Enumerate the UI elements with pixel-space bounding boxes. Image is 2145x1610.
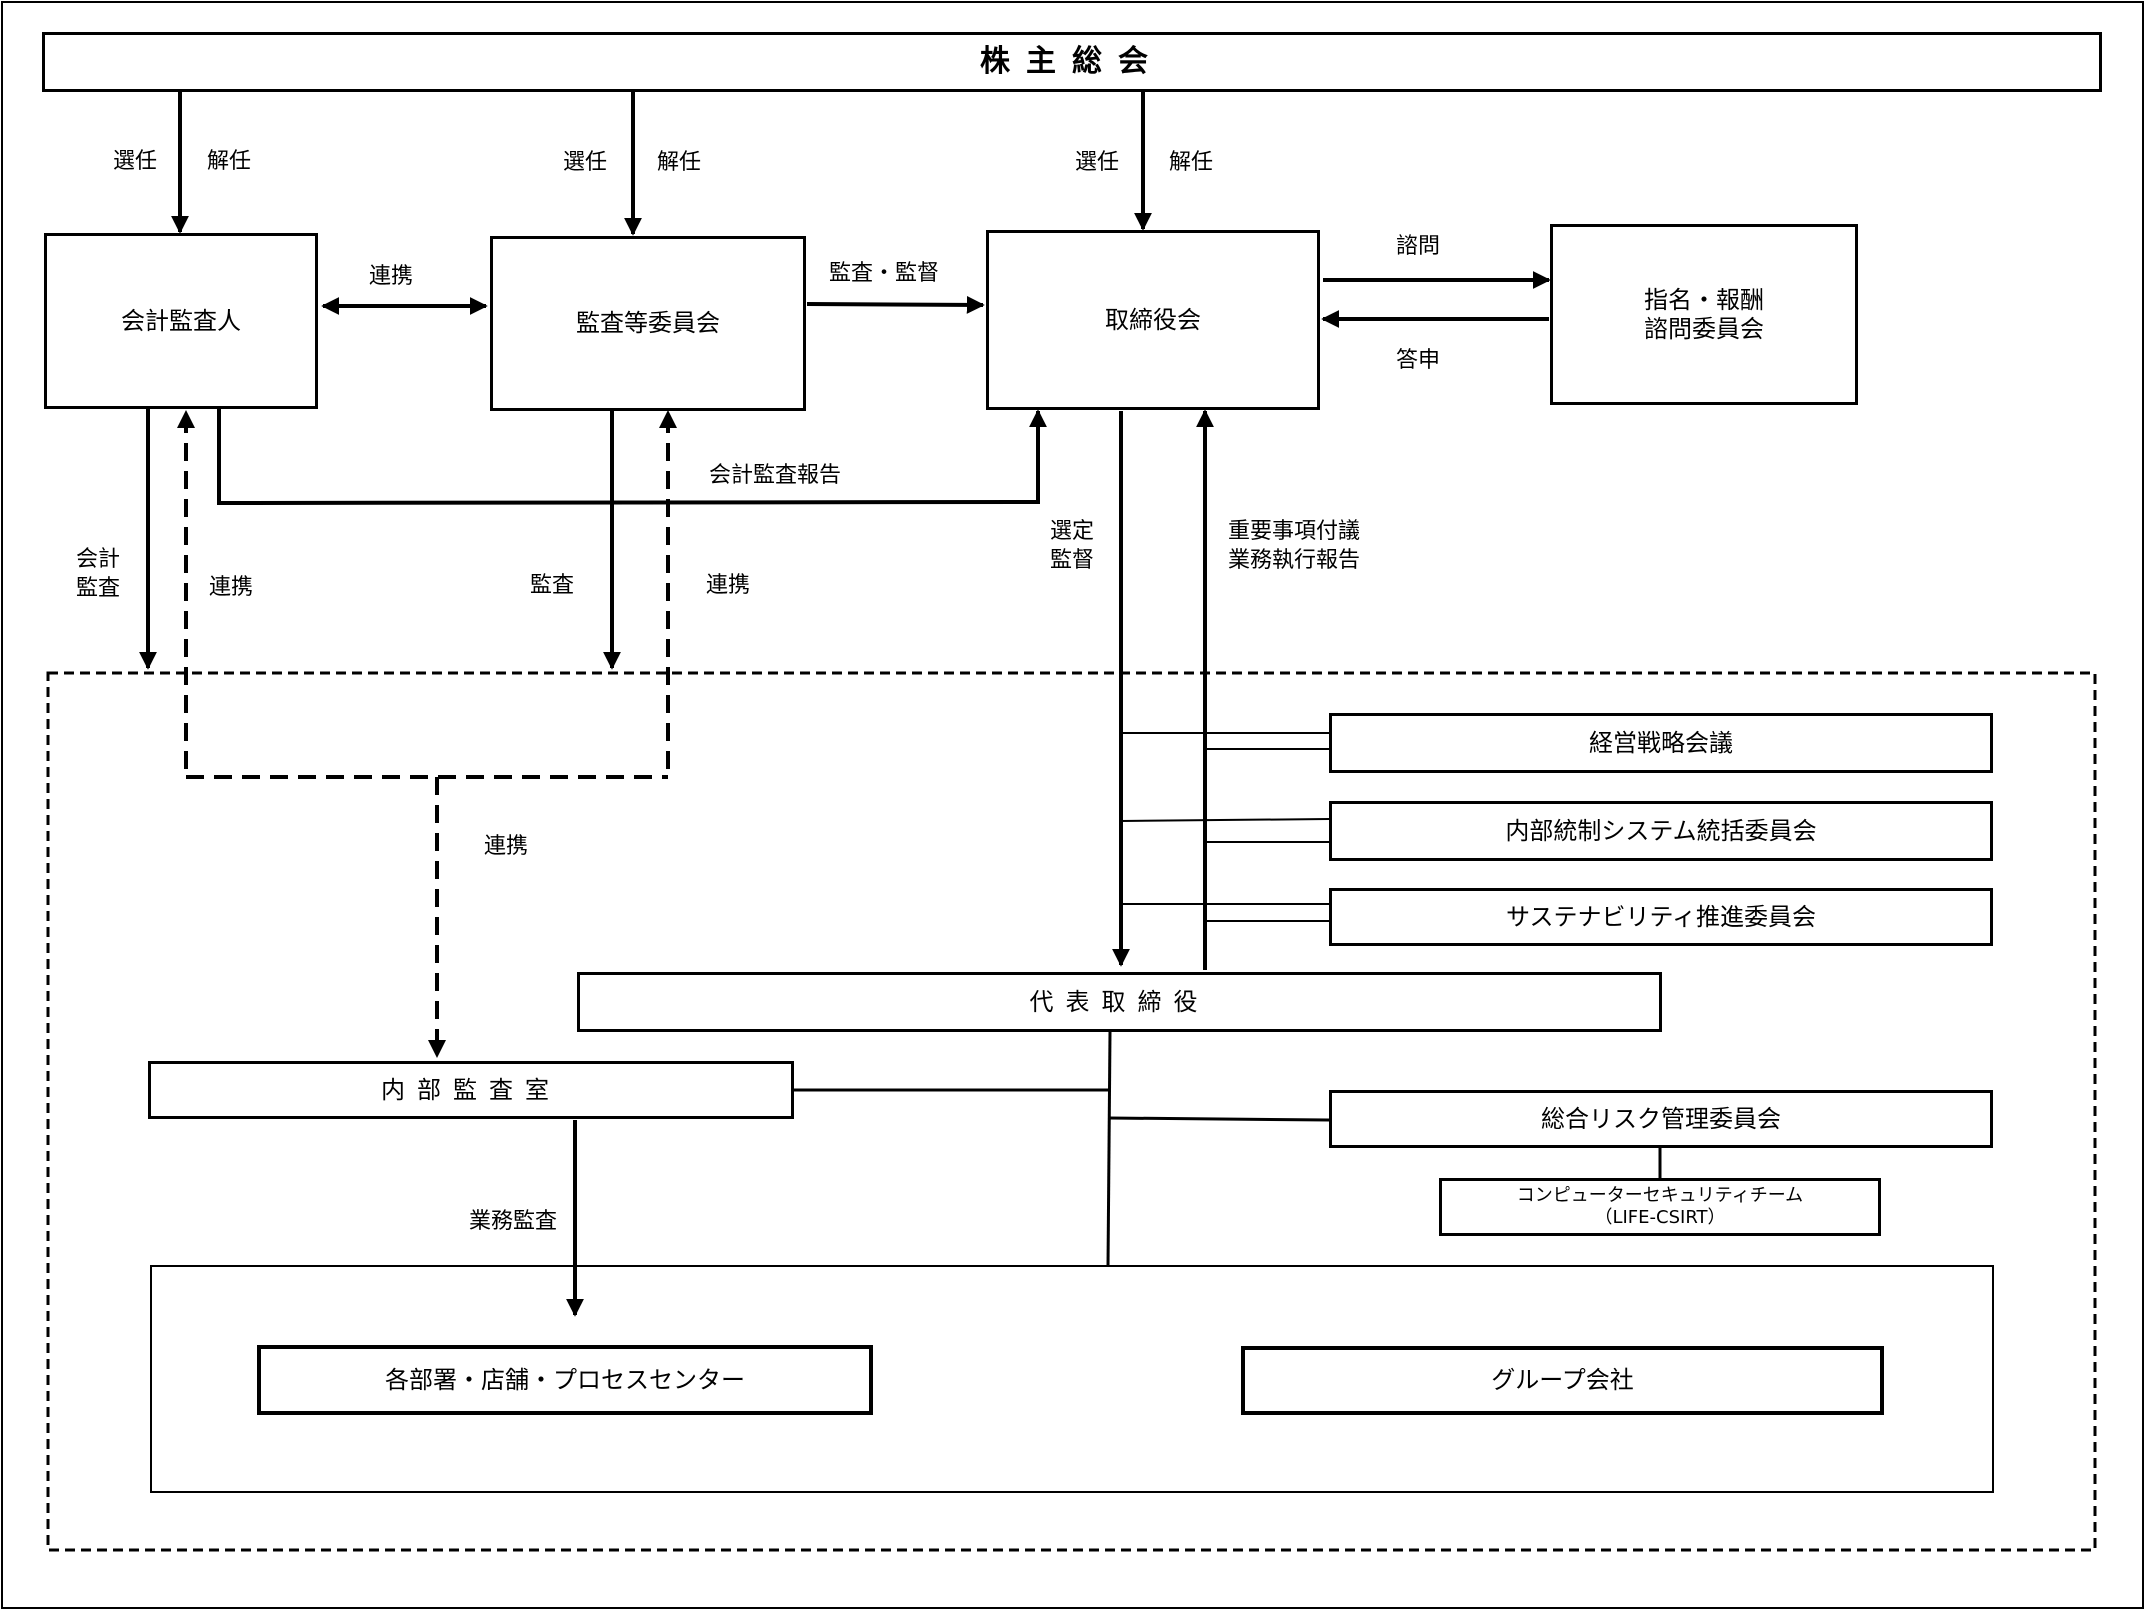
csirt-box: コンピューターセキュリティチーム （LIFE-CSIRT）: [1439, 1178, 1881, 1236]
label-dismiss-2: 解任: [657, 150, 702, 175]
label-accounting-audit-report: 会計監査報告: [709, 463, 842, 488]
link-rep-vertical: [1106, 1031, 1112, 1267]
label-appoint-2: 選任: [563, 150, 608, 175]
dashed-arrowhead-left: [177, 410, 195, 428]
label-coop-dashed: 連携: [484, 834, 529, 859]
label-coop-left: 連携: [209, 575, 254, 600]
link-risk: [1108, 1116, 1330, 1122]
internal-control-committee-box: 内部統制システム統括委員会: [1329, 801, 1993, 861]
arrow-committee-to-board: [806, 295, 985, 314]
label-coop-top: 連携: [369, 264, 414, 289]
label-appoint-1: 選任: [113, 149, 158, 174]
label-coop-right: 連携: [706, 573, 751, 598]
arrow-accounting-audit-report: [217, 409, 1047, 506]
label-audit: 監査: [530, 573, 575, 598]
shareholders-meeting-box: 株主総会: [42, 32, 2102, 92]
label-dismiss-1: 解任: [207, 149, 252, 174]
nomination-compensation-committee-box: 指名・報酬 諮問委員会: [1550, 224, 1858, 405]
label-dismiss-3: 解任: [1169, 150, 1214, 175]
sustainability-committee-box: サステナビリティ推進委員会: [1329, 888, 1993, 946]
label-important-matters: 重要事項付議 業務執行報告: [1228, 519, 1361, 573]
label-business-audit: 業務監査: [469, 1209, 558, 1234]
label-report-back: 答申: [1396, 348, 1441, 373]
audit-committee-box: 監査等委員会: [490, 236, 806, 411]
group-companies-box: グループ会社: [1241, 1346, 1884, 1415]
internal-audit-office-box: 内部監査室: [148, 1061, 794, 1119]
dashed-arrowhead-down: [428, 1040, 446, 1058]
company-dashed-boundary: [46, 671, 2097, 1552]
label-appoint-3: 選任: [1075, 150, 1120, 175]
label-audit-supervise: 監査・監督: [829, 261, 940, 286]
risk-management-committee-box: 総合リスク管理委員会: [1329, 1090, 1993, 1148]
label-accounting-audit: 会計 監査: [76, 547, 121, 601]
dashed-arrowhead-right: [659, 410, 677, 428]
representative-director-box: 代表取締役: [577, 972, 1662, 1032]
board-of-directors-box: 取締役会: [986, 230, 1320, 410]
strategy-meeting-box: 経営戦略会議: [1329, 713, 1993, 773]
link-control-1: [1120, 818, 1330, 822]
label-consult: 諮問: [1396, 234, 1441, 259]
operations-frame: [150, 1265, 1994, 1493]
accounting-auditor-box: 会計監査人: [44, 233, 318, 409]
departments-box: 各部署・店舗・プロセスセンター: [257, 1345, 873, 1415]
label-select-supervise: 選定 監督: [1050, 519, 1095, 573]
